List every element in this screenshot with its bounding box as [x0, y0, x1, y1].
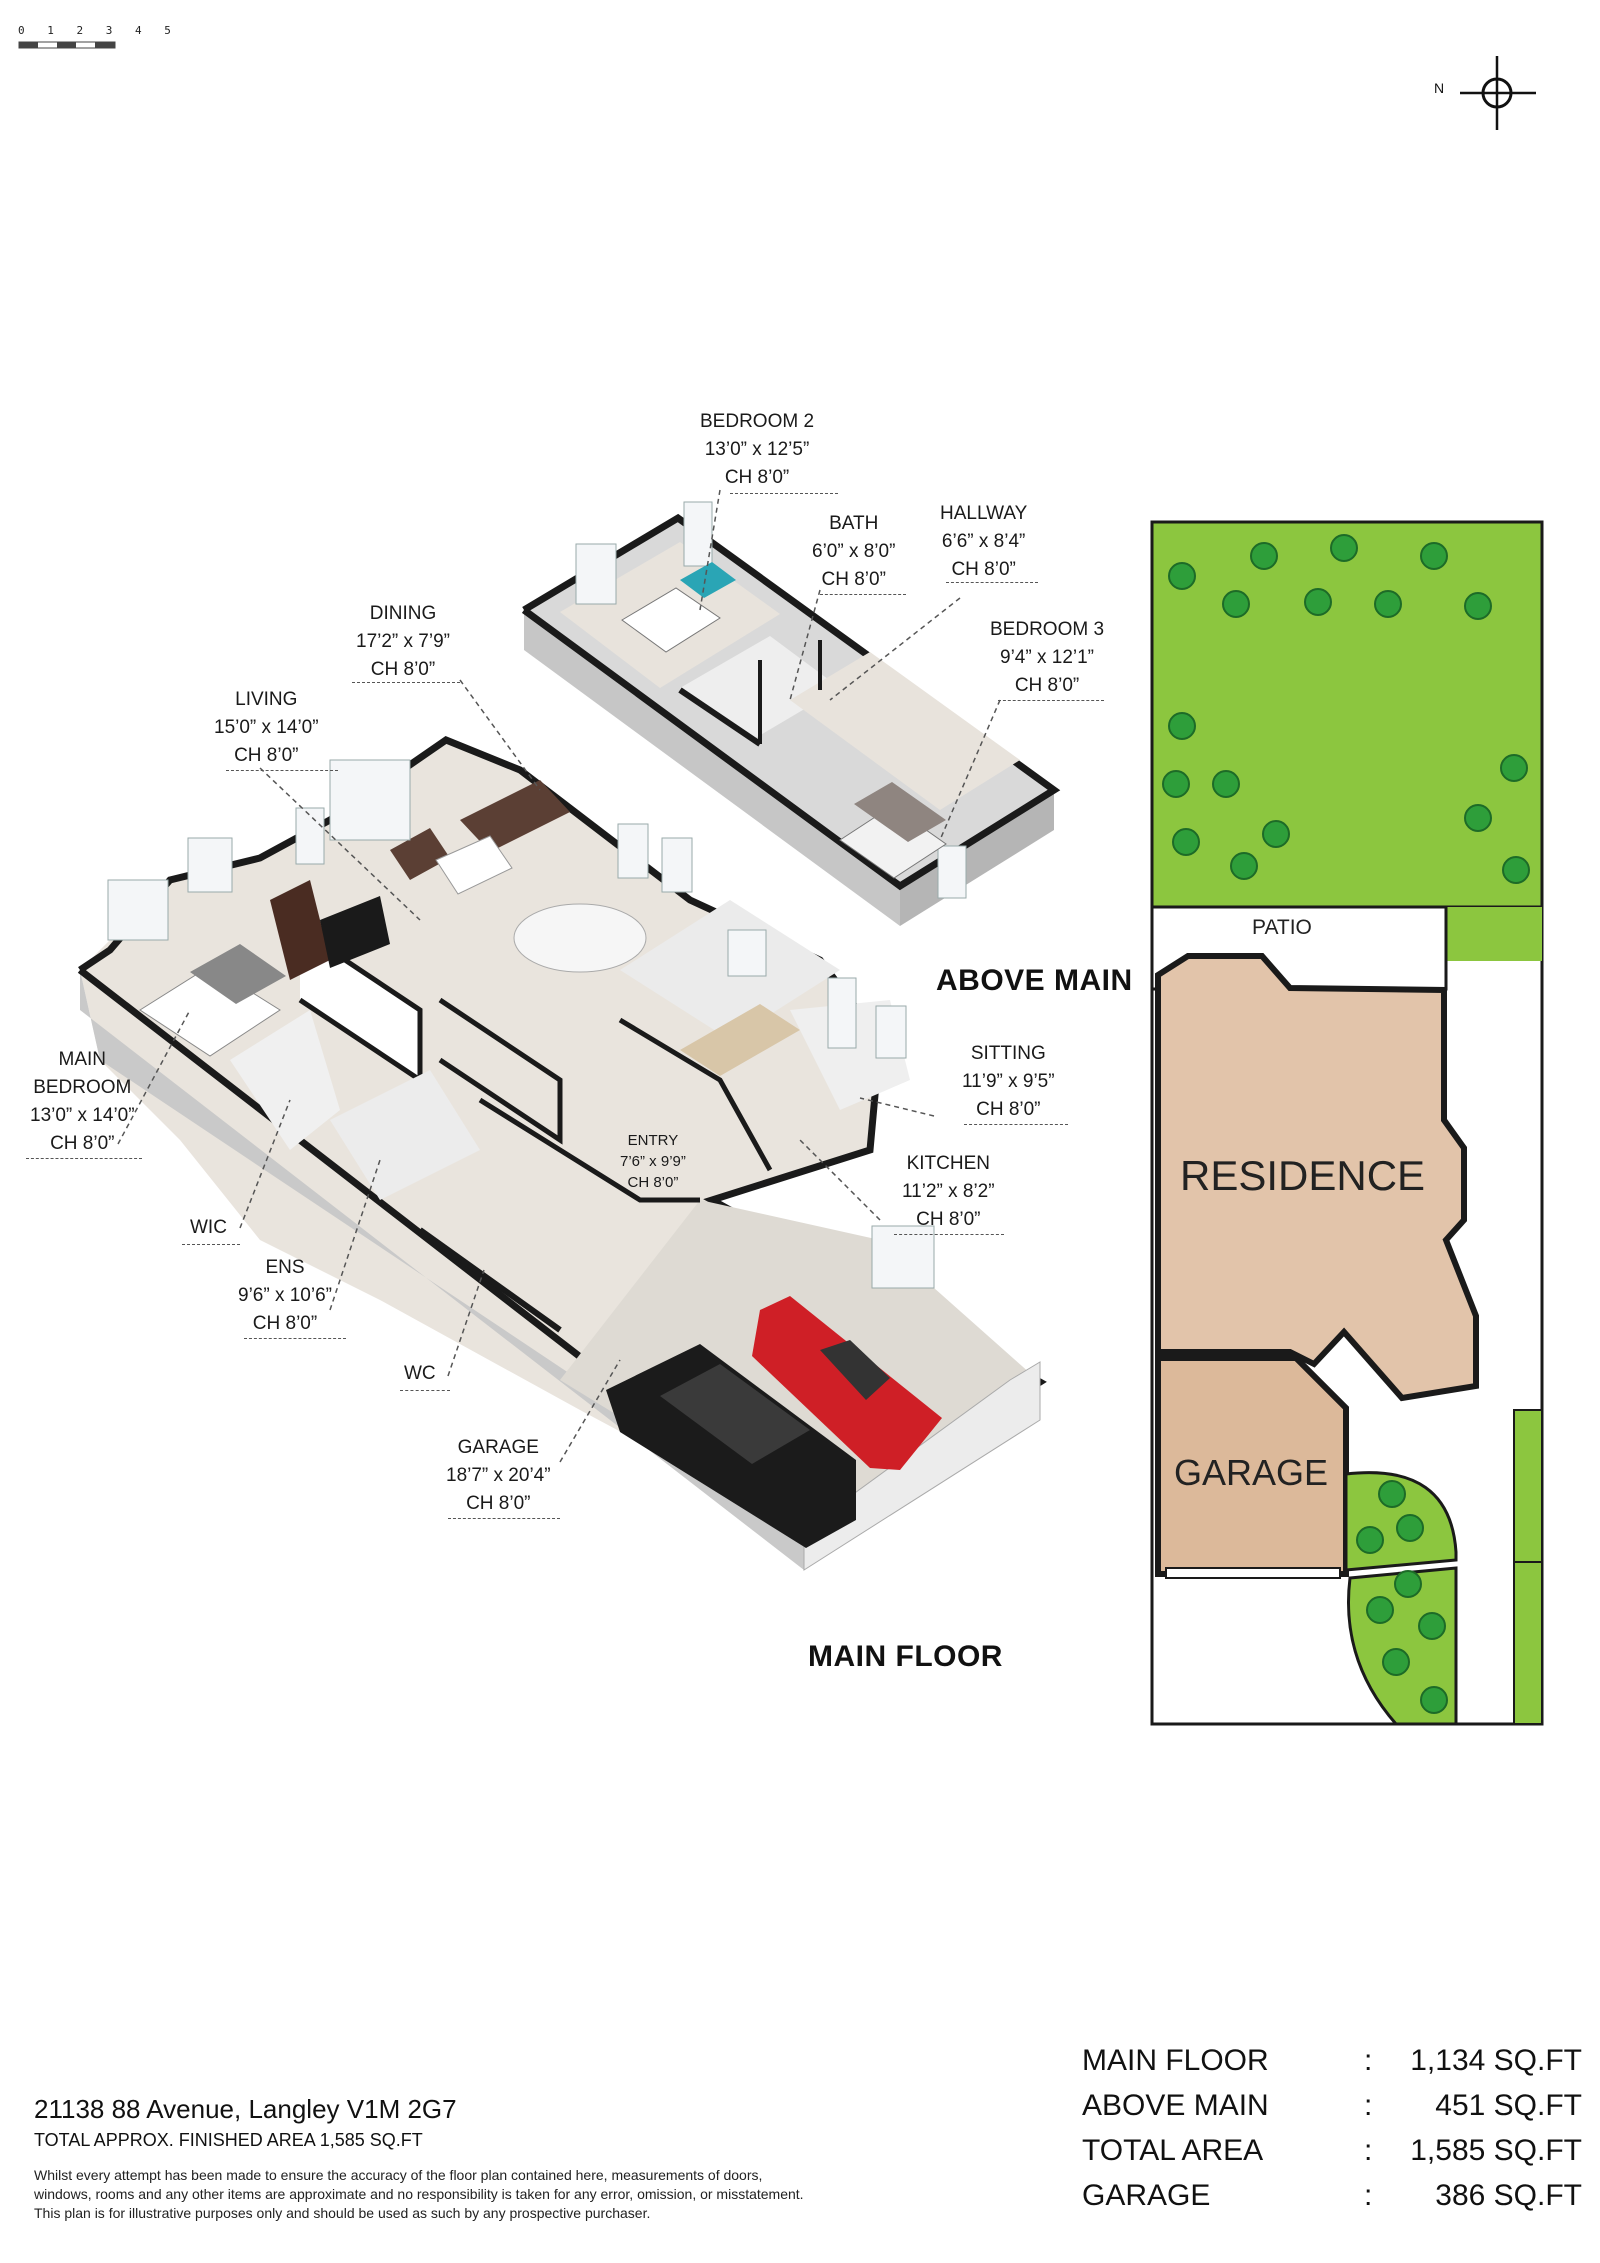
- leader-main-bedroom: [26, 1158, 142, 1159]
- leader-wc: [400, 1390, 450, 1391]
- leader-hallway: [946, 582, 1038, 583]
- leader-kitchen: [894, 1234, 1004, 1235]
- site-label-patio: PATIO: [1252, 916, 1312, 939]
- total-finished-area: TOTAL APPROX. FINISHED AREA 1,585 SQ.FT: [34, 2130, 423, 2150]
- room-label-entry: ENTRY 7’6” x 9’9” CH 8’0”: [620, 1132, 686, 1191]
- area-row: MAIN FLOOR : 1,134 SQ.FT: [1082, 2044, 1582, 2077]
- leader-sitting: [964, 1124, 1068, 1125]
- room-label-bath: BATH 6’0” x 8’0” CH 8’0”: [812, 513, 896, 590]
- compass-north-label: N: [1434, 80, 1445, 96]
- disclaimer: Whilst every attempt has been made to en…: [34, 2167, 804, 2221]
- property-address: 21138 88 Avenue, Langley V1M 2G7: [34, 2094, 457, 2124]
- area-row: GARAGE : 386 SQ.FT: [1082, 2179, 1582, 2212]
- leader-wic: [182, 1244, 240, 1245]
- room-label-bedroom-3: BEDROOM 3 9’4” x 12’1” CH 8’0”: [990, 619, 1105, 696]
- room-label-wic: WIC: [190, 1217, 227, 1238]
- room-label-sitting: SITTING 11’9” x 9’5” CH 8’0”: [962, 1043, 1055, 1120]
- leader-garage: [448, 1518, 560, 1519]
- compass-icon: [1460, 56, 1536, 130]
- floor-title-main-floor: MAIN FLOOR: [808, 1640, 1003, 1673]
- leader-living: [226, 770, 338, 771]
- room-label-hallway: HALLWAY 6’6” x 8’4” CH 8’0”: [940, 503, 1028, 580]
- area-row: ABOVE MAIN : 451 SQ.FT: [1082, 2089, 1582, 2122]
- area-row: TOTAL AREA : 1,585 SQ.FT: [1082, 2134, 1582, 2167]
- area-summary-table: MAIN FLOOR : 1,134 SQ.FT ABOVE MAIN : 45…: [1082, 2044, 1582, 2224]
- main-floor-plan: [77, 736, 1047, 1571]
- leader-bath: [820, 594, 906, 595]
- room-label-bedroom-2: BEDROOM 2 13’0” x 12’5” CH 8’0”: [700, 411, 815, 488]
- room-label-wc: WC: [404, 1363, 436, 1384]
- leader-bedroom-3: [998, 700, 1104, 701]
- floor-title-above-main: ABOVE MAIN: [936, 964, 1133, 997]
- room-label-living: LIVING 15’0” x 14’0” CH 8’0”: [214, 689, 319, 766]
- leader-dining: [352, 682, 460, 683]
- room-label-garage: GARAGE 18’7” x 20’4” CH 8’0”: [446, 1437, 551, 1514]
- site-label-residence: RESIDENCE: [1180, 1152, 1426, 1199]
- leader-ens: [244, 1338, 346, 1339]
- leader-lines: [117, 489, 1001, 1463]
- above-main-plan: [521, 501, 1061, 926]
- scale-bar-graphic: [18, 41, 116, 49]
- room-label-kitchen: KITCHEN 11’2” x 8’2” CH 8’0”: [902, 1153, 995, 1230]
- scale-bar: 0 1 2 3 4 5: [18, 24, 179, 37]
- room-label-main-bedroom: MAIN BEDROOM 13’0” x 14’0” CH 8’0”: [30, 1049, 135, 1154]
- room-label-dining: DINING 17’2” x 7’9” CH 8’0”: [356, 603, 450, 680]
- site-label-garage: GARAGE: [1174, 1452, 1329, 1493]
- room-label-ens: ENS 9’6” x 10’6” CH 8’0”: [238, 1257, 332, 1334]
- site-plan: [1150, 520, 1544, 1726]
- leader-bedroom-2: [730, 493, 838, 494]
